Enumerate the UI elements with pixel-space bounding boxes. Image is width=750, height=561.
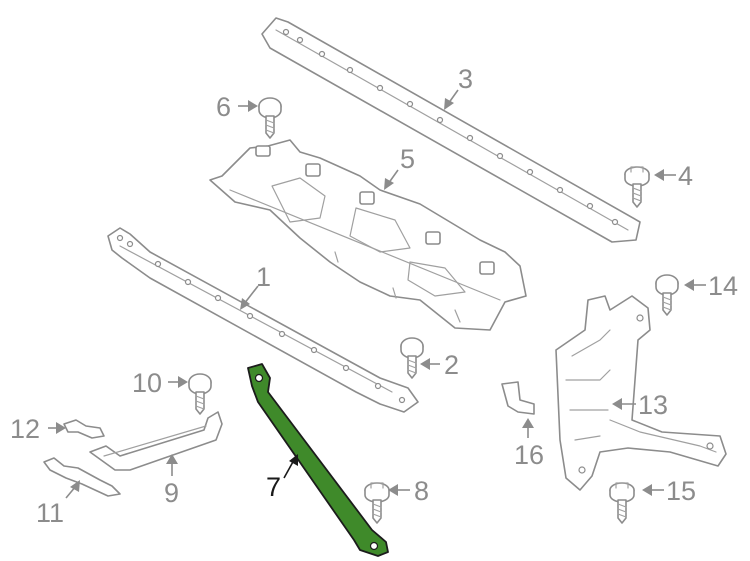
part-16-clip (501, 381, 535, 415)
callout-5: 5 (384, 144, 415, 190)
callout-12: 12 (10, 414, 66, 444)
callout-label-16: 16 (514, 440, 544, 470)
callout-1: 1 (240, 262, 271, 310)
callout-11: 11 (36, 480, 80, 528)
part-7-strut-highlighted (247, 363, 389, 557)
callout-label-3: 3 (458, 64, 473, 94)
callout-label-9: 9 (164, 478, 179, 508)
callout-label-11: 11 (36, 498, 64, 528)
fastener-2-screw (400, 337, 424, 379)
fastener-8-bolt (364, 482, 390, 524)
callout-15: 15 (642, 476, 696, 506)
part-1-lower-cross-member (107, 227, 419, 413)
part-9-bracket (89, 411, 223, 471)
callout-6: 6 (216, 92, 258, 122)
callout-2: 2 (420, 350, 459, 380)
callout-3: 3 (444, 64, 473, 110)
callout-8: 8 (388, 476, 429, 506)
fastener-14-screw (655, 274, 679, 316)
callout-label-6: 6 (216, 92, 231, 122)
callout-label-12: 12 (10, 414, 40, 444)
callout-label-4: 4 (678, 161, 693, 191)
part-5-mounting-panel (209, 139, 527, 331)
callout-label-14: 14 (708, 271, 738, 301)
callout-label-2: 2 (444, 350, 459, 380)
part-13-side-bracket (555, 295, 727, 491)
callout-9: 9 (164, 454, 179, 508)
callout-13: 13 (612, 390, 668, 420)
callout-label-8: 8 (414, 476, 429, 506)
fastener-6-screw (258, 97, 282, 139)
callout-4: 4 (654, 161, 693, 191)
part-3-upper-beam (261, 17, 641, 243)
fastener-4-bolt (624, 166, 650, 208)
fastener-10-screw (188, 373, 212, 415)
callout-label-1: 1 (256, 262, 271, 292)
callout-7[interactable]: 7 (266, 454, 298, 502)
part-11-bracket (43, 457, 121, 497)
callout-label-13: 13 (638, 390, 668, 420)
callout-label-7: 7 (266, 472, 281, 502)
callout-14: 14 (684, 271, 738, 301)
callout-10: 10 (132, 368, 188, 398)
callout-16: 16 (514, 418, 544, 470)
callout-label-5: 5 (400, 144, 415, 174)
fastener-15-bolt (609, 482, 635, 524)
part-12-bracket (63, 419, 105, 439)
callout-label-10: 10 (132, 368, 162, 398)
callout-label-15: 15 (666, 476, 696, 506)
